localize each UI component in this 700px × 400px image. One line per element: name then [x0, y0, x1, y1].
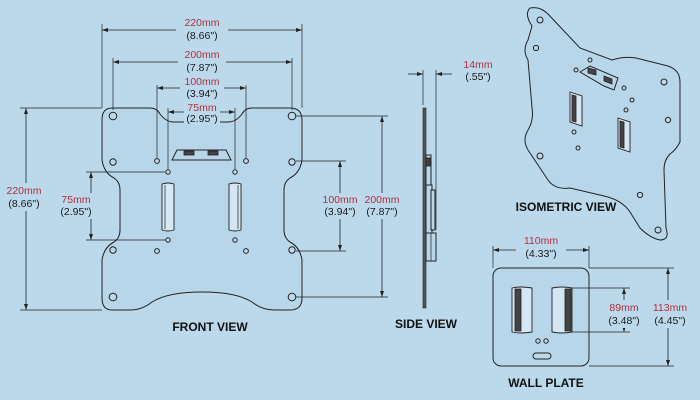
front-hole	[232, 169, 238, 175]
dim-h100in-label: (3.94")	[324, 206, 355, 218]
dim-89in-label: (3.48")	[608, 315, 639, 327]
front-top-bracket	[171, 149, 232, 161]
front-bracket-tab	[207, 150, 219, 156]
dim-h220in-label: (8.66")	[8, 198, 39, 210]
front-slot-right	[228, 182, 242, 232]
front-hole	[109, 246, 117, 254]
dim-75in-label: (2.95")	[186, 113, 217, 125]
dim-h100mm-label: 100mm	[322, 194, 357, 206]
front-view	[101, 107, 303, 311]
front-hole	[287, 292, 297, 302]
dim-220mm-label: 220mm	[184, 17, 219, 29]
dim-75mm-label: 75mm	[187, 102, 216, 114]
front-plate-outline	[101, 107, 303, 311]
front-hole	[109, 158, 117, 166]
front-slot-left	[161, 182, 175, 232]
isometric-view-label: ISOMETRIC VIEW	[516, 200, 617, 214]
dim-h75in-label: (2.95")	[60, 206, 91, 218]
front-hole	[232, 237, 238, 243]
front-bracket-tab	[183, 150, 195, 156]
front-hole	[243, 158, 249, 164]
dim-h75mm-label: 75mm	[61, 194, 90, 206]
dim-14in-label: (.55")	[465, 71, 490, 83]
dim-h220mm-label: 220mm	[6, 185, 41, 197]
dim-110in-label: (4.33")	[525, 248, 556, 260]
front-dimensions: 220mm (8.66") 200mm (7.87") 100mm (3.94"…	[4, 15, 402, 311]
dim-89mm-label: 89mm	[609, 302, 638, 314]
front-view-label: FRONT VIEW	[172, 320, 248, 334]
dim-200in-label: (7.87")	[186, 62, 217, 74]
dim-h200in-label: (7.87")	[366, 206, 397, 218]
front-hole	[243, 248, 249, 254]
side-view-label: SIDE VIEW	[395, 317, 458, 331]
dim-200mm-label: 200mm	[184, 49, 219, 61]
wall-plate-outline	[492, 267, 590, 367]
front-hole	[154, 158, 160, 164]
front-hole	[108, 292, 118, 302]
front-hole	[287, 111, 297, 121]
front-hole	[165, 237, 171, 243]
front-hole	[165, 169, 171, 175]
front-hole	[108, 111, 118, 121]
dim-100mm-label: 100mm	[184, 76, 219, 88]
wall-plate-label: WALL PLATE	[508, 376, 584, 390]
iso-plate-outline	[524, 7, 681, 241]
dim-h200mm-label: 200mm	[364, 194, 399, 206]
wall-plate-view: 110mm (4.33") 89mm (3.48") 113mm (4.45")	[492, 232, 692, 367]
dim-220in-label: (8.66")	[186, 30, 217, 42]
dim-113mm-label: 113mm	[653, 302, 687, 314]
isometric-view	[524, 7, 681, 241]
dim-14mm-label: 14mm	[463, 59, 492, 71]
dim-110mm-label: 110mm	[524, 235, 558, 247]
side-view: 14mm (.55")	[408, 59, 493, 309]
dim-113in-label: (4.45")	[654, 315, 685, 327]
dim-100in-label: (3.94")	[186, 88, 217, 100]
front-hole	[154, 248, 160, 254]
front-hole	[288, 158, 296, 166]
front-hole	[288, 246, 296, 254]
